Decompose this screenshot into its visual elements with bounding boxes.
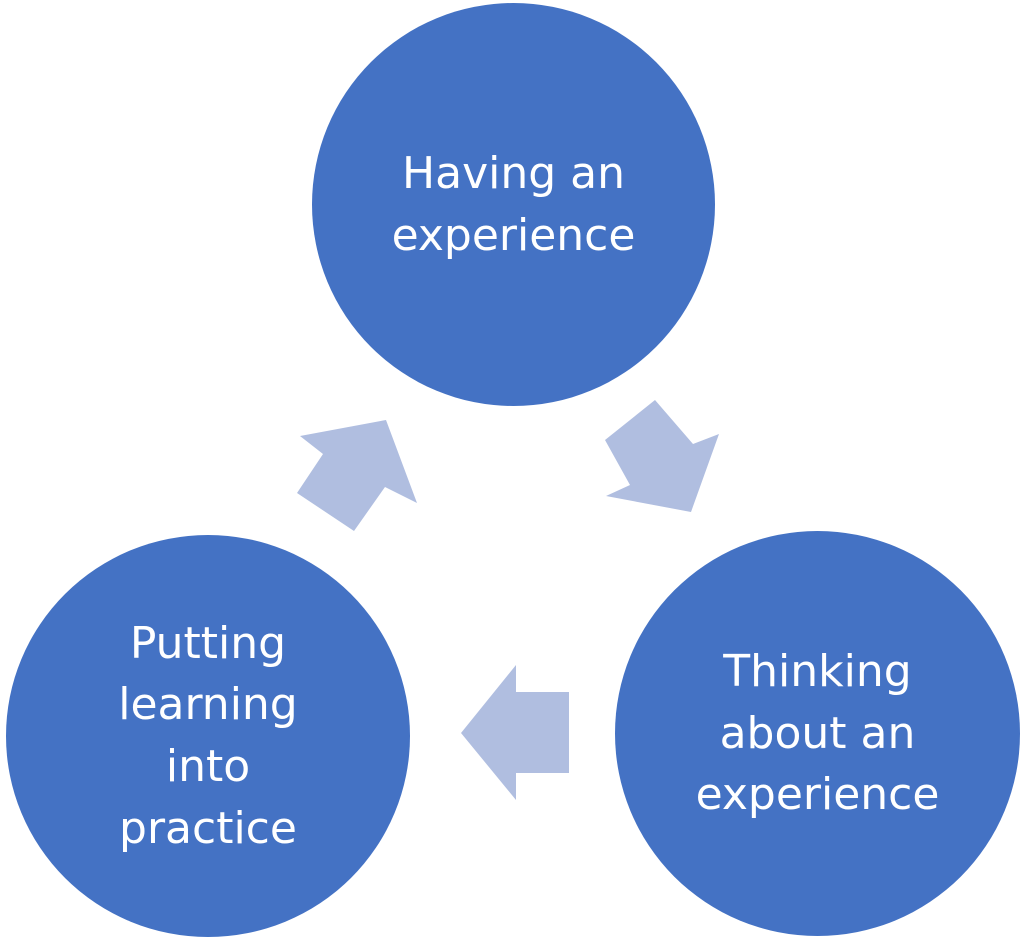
- node-label: Thinking about an experience: [695, 646, 940, 821]
- node-putting-learning-into-practice: Putting learning into practice: [6, 535, 410, 937]
- arrow-left-to-top-icon: [297, 420, 417, 531]
- node-label: Putting learning into practice: [118, 617, 298, 854]
- node-having-an-experience: Having an experience: [312, 3, 715, 406]
- node-thinking-about-an-experience: Thinking about an experience: [615, 531, 1020, 936]
- node-label: Having an experience: [391, 147, 636, 261]
- arrow-top-to-right-icon: [605, 400, 719, 512]
- arrow-right-to-left-icon: [461, 665, 569, 800]
